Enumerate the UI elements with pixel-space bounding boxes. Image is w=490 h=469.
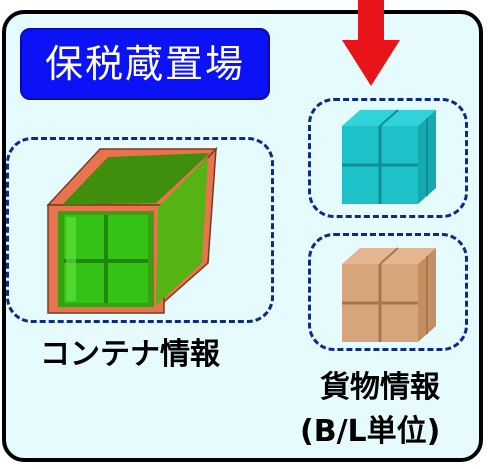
container-group: [6, 137, 274, 323]
cargo-box-icon: [342, 109, 436, 204]
container-icon: [46, 146, 218, 314]
down-arrow-icon: [342, 0, 400, 86]
cargo-bl-unit-label: (B/L単位): [300, 414, 441, 449]
cargo-group-bottom: [308, 233, 468, 351]
cargo-box-icon: [342, 247, 436, 342]
cargo-info-label: 貨物情報: [320, 370, 440, 405]
container-info-label: コンテナ情報: [40, 337, 220, 372]
cargo-group-top: [308, 98, 468, 218]
bonded-warehouse-title: 保税蔵置場: [20, 28, 270, 100]
